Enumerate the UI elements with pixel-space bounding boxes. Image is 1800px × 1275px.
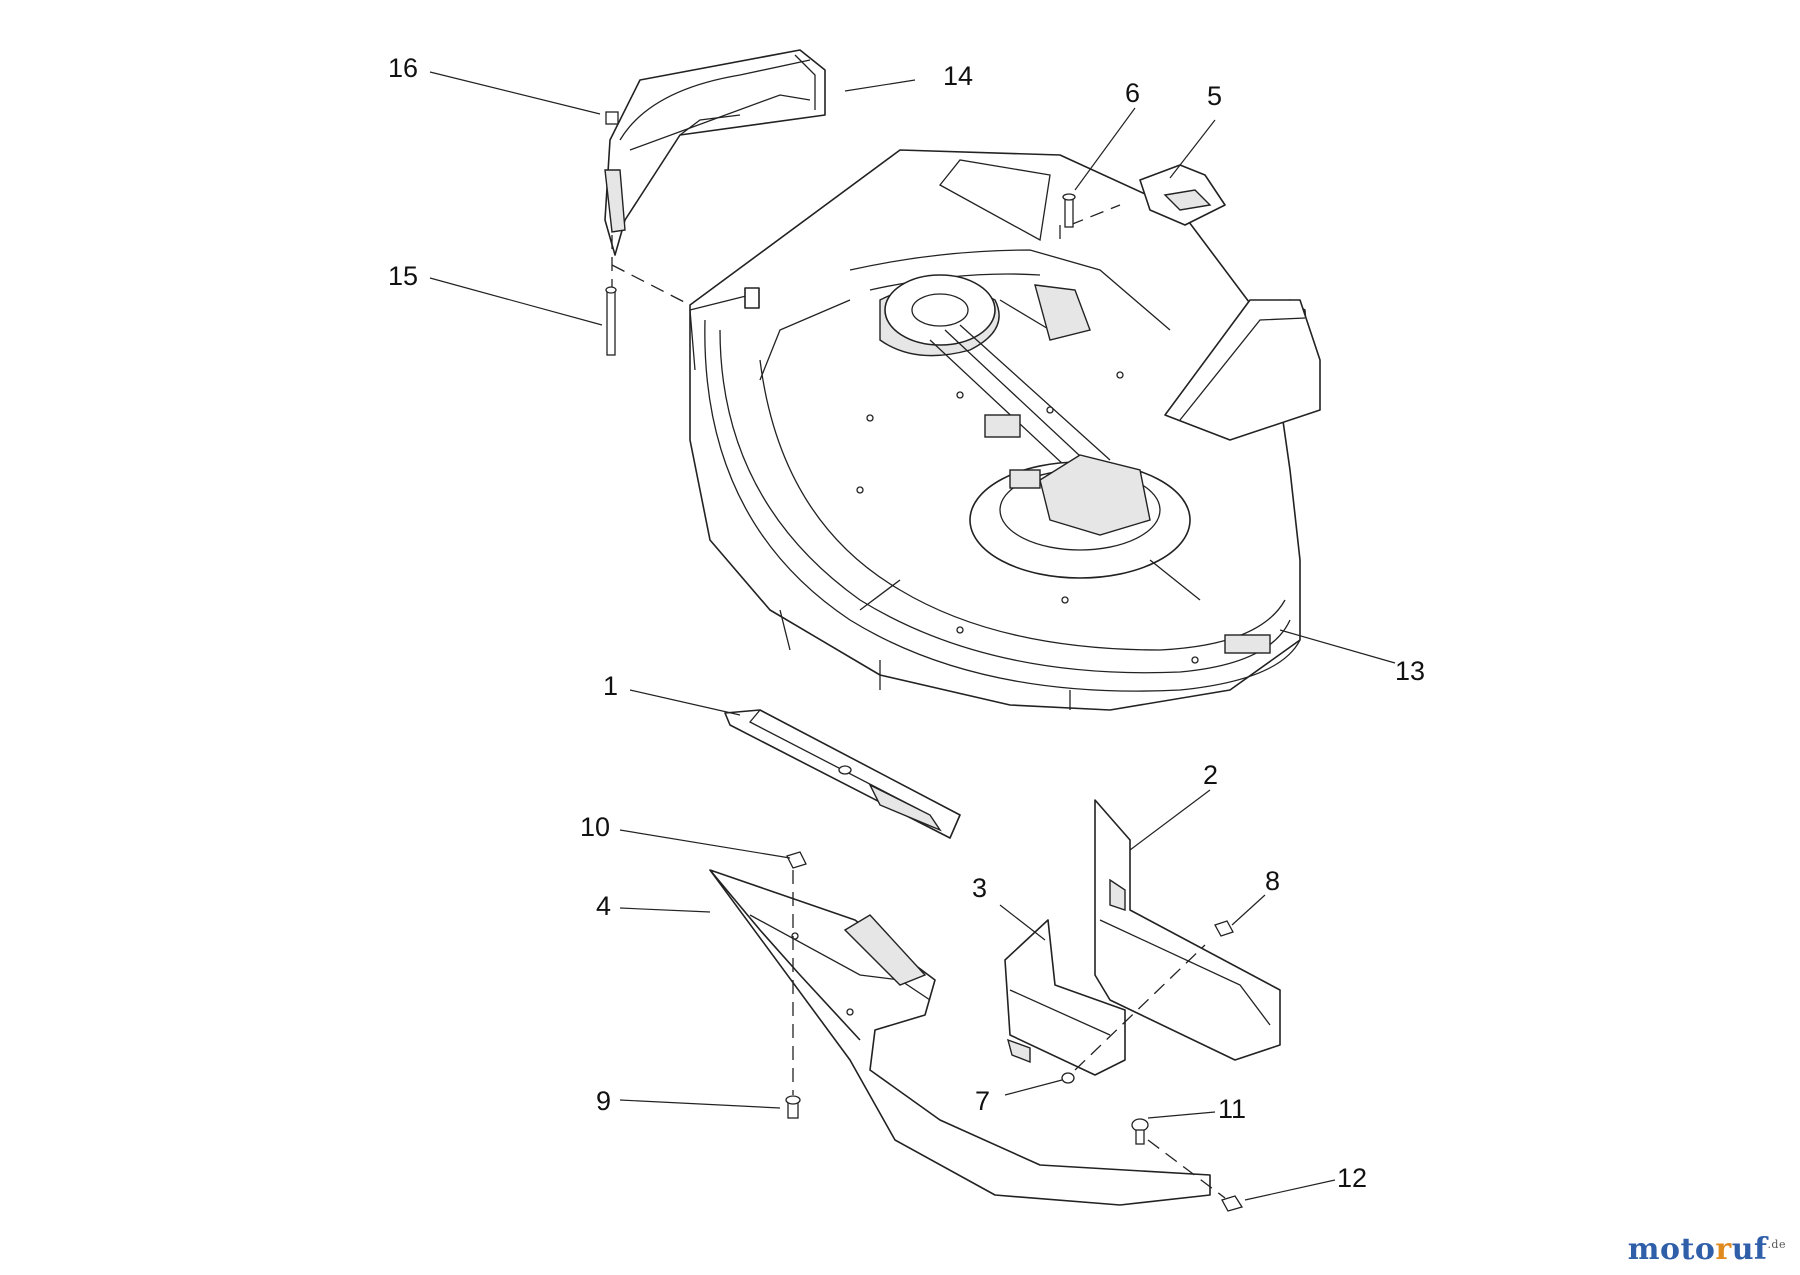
watermark-part2: r bbox=[1715, 1232, 1732, 1267]
callout-12: 12 bbox=[1337, 1163, 1367, 1193]
bolt-9 bbox=[785, 1095, 801, 1119]
callout-7: 7 bbox=[975, 1086, 990, 1116]
callout-16: 16 bbox=[388, 53, 418, 83]
bolt-11 bbox=[1131, 1118, 1149, 1145]
pin-15 bbox=[605, 286, 617, 356]
watermark-logo: motoruf.de bbox=[1628, 1232, 1786, 1267]
mower-blade-1 bbox=[724, 709, 961, 839]
mower-deck-housing bbox=[689, 149, 1321, 711]
baffle-3 bbox=[1004, 919, 1126, 1076]
baffle-2 bbox=[1094, 799, 1281, 1061]
callout-2: 2 bbox=[1203, 760, 1218, 790]
callout-13: 13 bbox=[1395, 656, 1425, 686]
callout-4: 4 bbox=[596, 891, 611, 921]
callout-1: 1 bbox=[603, 671, 618, 701]
callout-5: 5 bbox=[1207, 81, 1222, 111]
callout-3: 3 bbox=[972, 873, 987, 903]
bolt-7 bbox=[1061, 1072, 1075, 1084]
nut-10 bbox=[786, 851, 807, 869]
discharge-chute bbox=[604, 49, 826, 256]
nut-8 bbox=[1214, 920, 1234, 937]
nut-12 bbox=[1221, 1195, 1244, 1212]
callout-15: 15 bbox=[388, 261, 418, 291]
baffle-4 bbox=[709, 869, 1211, 1206]
watermark-suffix: .de bbox=[1767, 1238, 1786, 1251]
bolt-16 bbox=[605, 111, 619, 125]
callout-14: 14 bbox=[943, 61, 973, 91]
bracket-5 bbox=[1139, 164, 1226, 226]
watermark-part3: uf bbox=[1731, 1232, 1768, 1267]
watermark-part1: moto bbox=[1627, 1232, 1716, 1267]
callout-10: 10 bbox=[580, 812, 610, 842]
callout-8: 8 bbox=[1265, 866, 1280, 896]
screw-6 bbox=[1062, 193, 1076, 228]
callout-11: 11 bbox=[1218, 1094, 1246, 1124]
callout-6: 6 bbox=[1125, 78, 1140, 108]
callout-9: 9 bbox=[596, 1086, 611, 1116]
